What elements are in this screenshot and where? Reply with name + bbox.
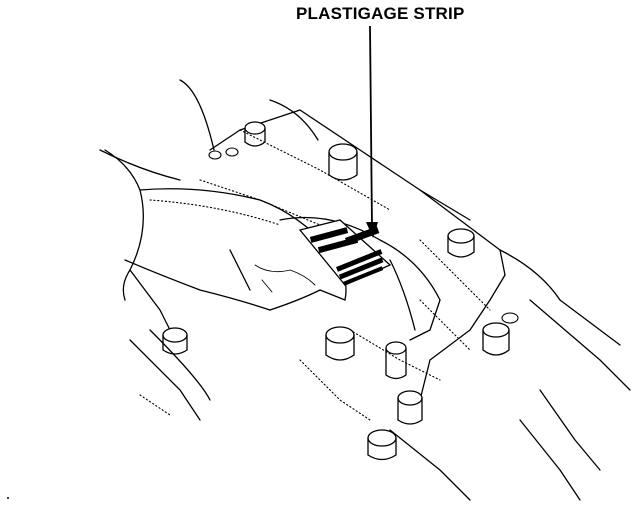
bolt <box>482 322 510 356</box>
bolt <box>208 150 222 160</box>
bolt <box>501 312 519 324</box>
bolt <box>225 147 239 157</box>
bolt <box>325 326 355 361</box>
bolt <box>397 390 423 425</box>
plastigage-strip <box>298 219 392 286</box>
bolt <box>328 143 358 181</box>
bolt <box>385 341 407 380</box>
bolt <box>244 121 266 147</box>
bolt <box>162 327 188 355</box>
bolt <box>447 228 475 258</box>
engine-block <box>99 79 631 501</box>
leader-arrow <box>366 25 378 238</box>
bolt <box>367 429 397 461</box>
speck <box>7 497 9 499</box>
plastigage-strip-label: PLASTIGAGE STRIP <box>296 4 465 23</box>
bolts <box>162 121 519 461</box>
bearing-cap <box>104 149 441 341</box>
